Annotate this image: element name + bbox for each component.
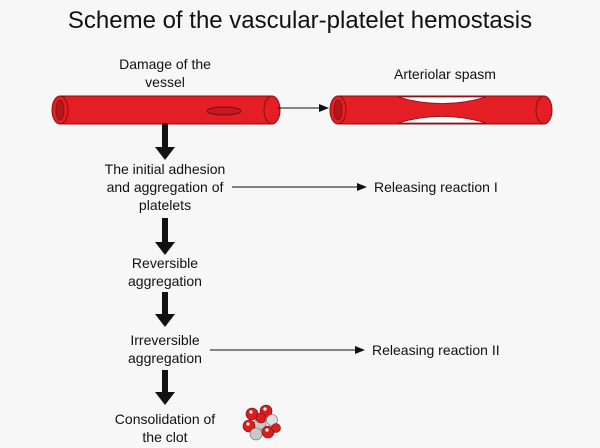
- step-3-line-1: Irreversible: [130, 332, 200, 348]
- step-1-line-1: The initial adhesion: [104, 161, 226, 177]
- diagram-title: Scheme of the vascular-platelet hemostas…: [67, 7, 533, 34]
- step-consolidation-of-clot: Consolidation of the clot: [100, 410, 230, 446]
- step-4-line-1: Consolidation of: [114, 411, 216, 427]
- flow-arrow-3: [155, 292, 175, 327]
- step-2-line-2: aggregation: [128, 273, 202, 289]
- step-reversible-aggregation: Reversible aggregation: [100, 254, 230, 290]
- step-1-line-2: and aggregation of: [106, 179, 224, 195]
- damage-of-vessel-label: Damage of the vessel: [105, 55, 225, 91]
- vessel-damage-spot: [206, 106, 242, 116]
- spasm-vessel-left-lumen: [333, 99, 343, 121]
- step-irreversible-aggregation: Irreversible aggregation: [100, 331, 230, 367]
- spasm-vessel: [329, 95, 553, 125]
- arteriolar-spasm-label: Arteriolar spasm: [394, 66, 496, 82]
- damaged-vessel-right-end: [263, 95, 281, 125]
- damage-label-line-1: Damage of the: [119, 56, 211, 72]
- flow-arrow-2: [155, 218, 175, 255]
- step-initial-adhesion: The initial adhesion and aggregation of …: [85, 160, 245, 214]
- step-4-line-2: the clot: [142, 429, 188, 445]
- damage-label-line-2: vessel: [145, 74, 185, 90]
- flow-arrow-4: [155, 370, 175, 405]
- releasing-reaction-1: Releasing reaction I: [374, 179, 498, 195]
- spasm-vessel-right-end: [535, 95, 553, 125]
- spasm-constriction-top: [397, 96, 487, 104]
- step-1-line-3: platelets: [138, 197, 192, 213]
- damaged-vessel-left-lumen: [55, 99, 65, 121]
- flow-arrow-1: [155, 123, 175, 160]
- damaged-vessel: [51, 95, 281, 125]
- step-3-line-2: aggregation: [128, 350, 202, 366]
- releasing-reaction-2: Releasing reaction II: [372, 342, 500, 358]
- clot-icon: [242, 404, 281, 441]
- spasm-constriction-bottom: [397, 116, 487, 124]
- step-2-line-1: Reversible: [131, 255, 199, 271]
